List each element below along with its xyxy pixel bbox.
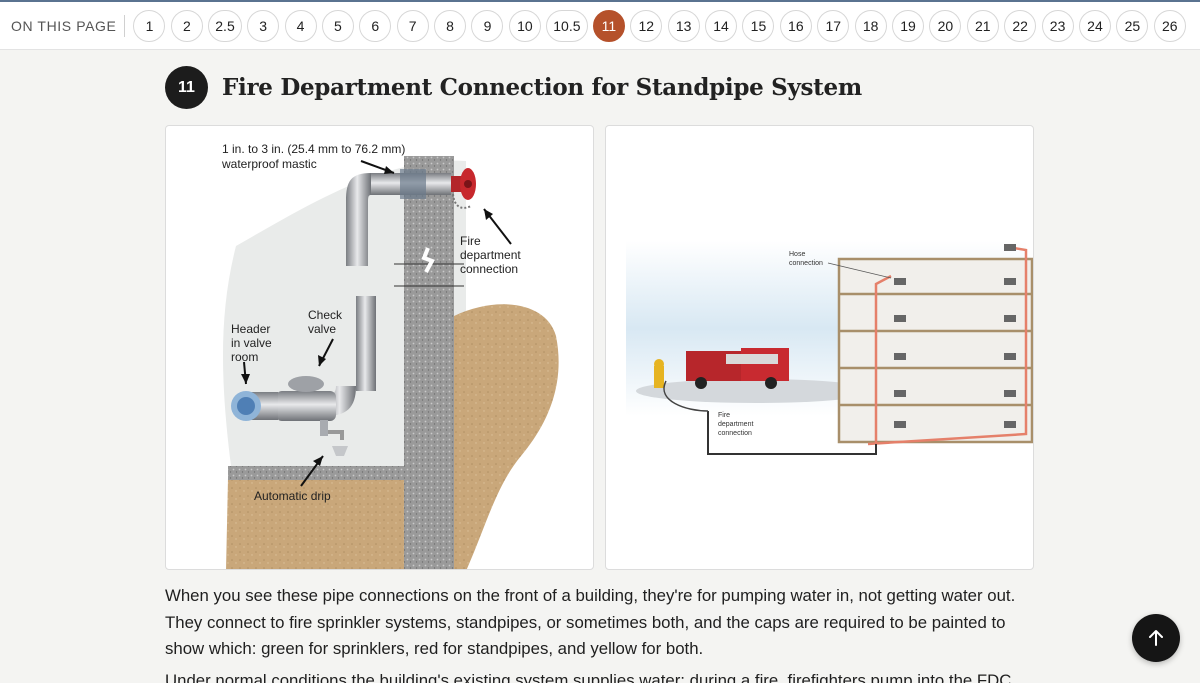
section-pill-21[interactable]: 21 <box>966 9 999 42</box>
section-pill-4[interactable]: 4 <box>284 9 317 42</box>
section-paragraph: When you see these pipe connections on t… <box>165 586 1016 658</box>
back-to-top-button[interactable] <box>1132 614 1180 662</box>
section-pill-3[interactable]: 3 <box>247 9 280 42</box>
section-pill-2[interactable]: 2 <box>170 9 203 42</box>
section-pill-10[interactable]: 10 <box>508 9 541 42</box>
on-this-page-label: ON THIS PAGE <box>11 14 126 37</box>
hose-connection-label-line2: connection <box>789 260 823 267</box>
section-pill-10-5[interactable]: 10.5 <box>546 9 588 42</box>
arrow-up-icon <box>1149 630 1163 646</box>
header-label-line1: Header <box>231 322 271 336</box>
section-pill-8[interactable]: 8 <box>434 9 467 42</box>
right-fdc-label-line1: Fire <box>718 412 731 419</box>
section-pill-20[interactable]: 20 <box>929 9 962 42</box>
fdc-label-line2: department <box>460 248 521 262</box>
header-label-line3: room <box>231 350 259 364</box>
standpipe-building-drawing <box>626 241 1033 455</box>
section-pill-2-5[interactable]: 2.5 <box>208 9 242 42</box>
section-pill-12[interactable]: 12 <box>630 9 663 42</box>
section-pill-9[interactable]: 9 <box>471 9 504 42</box>
standpipe-cutaway-drawing <box>222 156 559 569</box>
mastic-label-line1: 1 in. to 3 in. (25.4 mm to 76.2 mm) <box>222 142 406 156</box>
section-pill-14[interactable]: 14 <box>705 9 738 42</box>
check-valve-label-line1: Check <box>308 308 343 322</box>
section-title: Fire Department Connection for Standpipe… <box>222 74 862 101</box>
section-paragraph-second: Under normal conditions the building's e… <box>165 671 1012 683</box>
section-pill-22[interactable]: 22 <box>1004 9 1037 42</box>
header-label-line2: in valve <box>231 336 272 350</box>
section-pill-13[interactable]: 13 <box>667 9 700 42</box>
fdc-label-line1: Fire <box>460 234 481 248</box>
section-pill-23[interactable]: 23 <box>1041 9 1074 42</box>
section-pill-1[interactable]: 1 <box>133 9 166 42</box>
section-pill-15[interactable]: 15 <box>742 9 775 42</box>
section-number-badge: 11 <box>165 66 208 109</box>
fdc-label-line3: connection <box>460 262 519 276</box>
section-pill-26[interactable]: 26 <box>1153 9 1186 42</box>
section-pill-6[interactable]: 6 <box>359 9 392 42</box>
right-fdc-label-line3: connection <box>718 430 752 437</box>
section-heading: 11 Fire Department Connection for Standp… <box>165 66 862 109</box>
standpipe-building-figure: Hose connection Fire department connecti… <box>605 125 1034 570</box>
section-pill-16[interactable]: 16 <box>779 9 812 42</box>
right-fdc-label-line2: department <box>718 421 754 428</box>
section-pill-25[interactable]: 25 <box>1116 9 1149 42</box>
hose-connection-label-line1: Hose <box>789 251 806 258</box>
section-pill-7[interactable]: 7 <box>396 9 429 42</box>
section-pill-24[interactable]: 24 <box>1078 9 1111 42</box>
mastic-label-line2: waterproof mastic <box>222 157 317 171</box>
section-pill-11[interactable]: 11 <box>592 9 625 42</box>
check-valve-label-line2: valve <box>308 322 337 336</box>
section-pill-17[interactable]: 17 <box>817 9 850 42</box>
section-pill-18[interactable]: 18 <box>854 9 887 42</box>
section-pill-5[interactable]: 5 <box>321 9 354 42</box>
automatic-drip-label: Automatic drip <box>254 489 331 503</box>
standpipe-cutaway-figure: 1 in. to 3 in. (25.4 mm to 76.2 mm) wate… <box>165 125 594 570</box>
section-pill-19[interactable]: 19 <box>892 9 925 42</box>
